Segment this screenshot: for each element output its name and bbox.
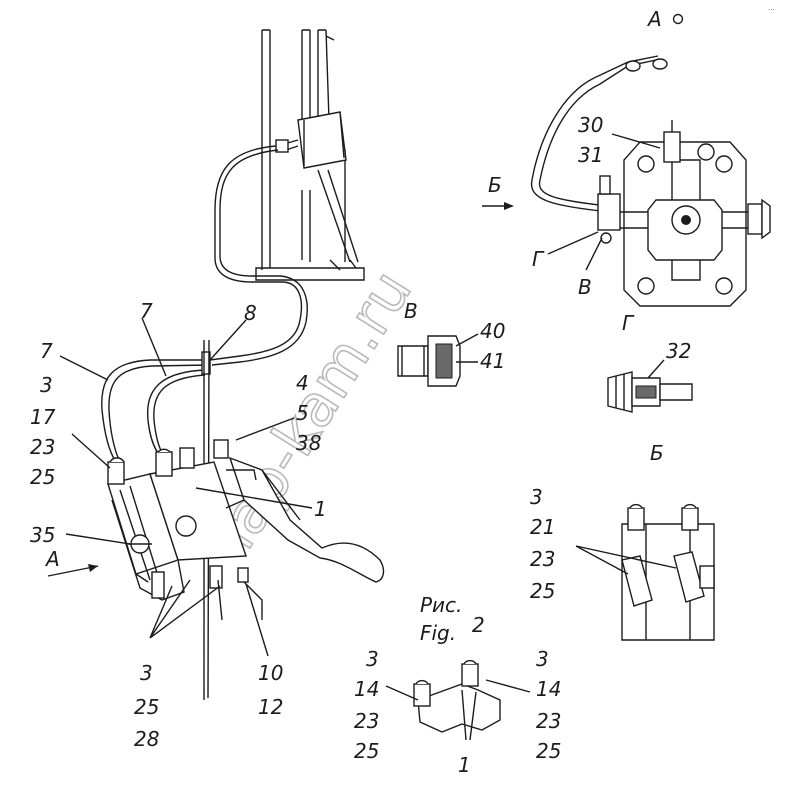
callout-3-fig2-right: 3: [536, 647, 549, 671]
callout-28: 28: [134, 727, 159, 751]
callout-14-right: 14: [536, 677, 561, 701]
view-a-label: А: [44, 547, 60, 571]
callout-17: 17: [30, 405, 56, 429]
callout-25-b: 25: [530, 579, 555, 603]
view-g-arrow-label: Г: [532, 247, 545, 271]
callout-8: 8: [244, 301, 257, 325]
callout-3-lower: 3: [140, 661, 153, 685]
callout-21: 21: [530, 515, 555, 539]
callout-3-upper: 3: [40, 373, 53, 397]
callout-4: 4: [296, 371, 309, 395]
callout-7-lower: 7: [40, 339, 53, 363]
callout-7-upper: 7: [140, 299, 153, 323]
detail-b-title: Б: [650, 441, 664, 465]
detail-g: Г 32: [607, 311, 693, 413]
view-v-arrow-label: В: [578, 275, 592, 299]
callout-32: 32: [666, 339, 691, 363]
fig2-detail: Рис. Fig. 2 3 14 23 25 3 14 23 25 1: [354, 593, 561, 777]
callout-38: 38: [296, 431, 321, 455]
callout-14-left: 14: [354, 677, 379, 701]
view-a-detail: А 30 31 Б: [482, 7, 771, 307]
callout-3-b: 3: [530, 485, 543, 509]
detail-b: Б 3 21 23 25: [530, 441, 715, 641]
caption-en: Fig.: [420, 621, 456, 645]
detail-g-title: Г: [622, 311, 635, 335]
callout-1-fig2: 1: [458, 753, 471, 777]
callout-3-fig2-left: 3: [366, 647, 379, 671]
view-marker-icon: [672, 13, 684, 25]
callout-25-upper: 25: [30, 465, 55, 489]
view-b-label: Б: [488, 173, 502, 197]
view-a-title: А: [646, 7, 662, 31]
caption-ru: Рис.: [420, 593, 462, 617]
valve-assembly: [107, 339, 385, 700]
callout-23-fig2-left: 23: [354, 709, 379, 733]
callout-41: 41: [480, 349, 505, 373]
callout-23-b: 23: [530, 547, 555, 571]
callout-31: 31: [578, 143, 603, 167]
detail-v-title: В: [404, 299, 418, 323]
callout-25-fig2-left: 25: [354, 739, 379, 763]
view-a-arrow: А: [44, 547, 99, 577]
tube-lines: [101, 145, 308, 463]
callout-35: 35: [30, 523, 55, 547]
callout-10: 10: [258, 661, 283, 685]
callout-5: 5: [296, 401, 309, 425]
callout-23-fig2-right: 23: [536, 709, 561, 733]
callout-25-fig2-right: 25: [536, 739, 561, 763]
callout-23-upper: 23: [30, 435, 55, 459]
corner-mark: ...: [768, 4, 775, 12]
callout-1-main: 1: [314, 497, 327, 521]
callout-30: 30: [578, 113, 603, 137]
detail-v: В 40 41: [397, 299, 505, 387]
left-callouts: 7 8 7 3 17 23 25 4 5 38 1 35 3 25 28 10 …: [30, 299, 327, 751]
callout-40: 40: [480, 319, 505, 343]
pedal-bracket: [255, 29, 365, 281]
callout-12: 12: [258, 695, 283, 719]
caption-number: 2: [472, 613, 485, 637]
callout-25-lower: 25: [134, 695, 159, 719]
